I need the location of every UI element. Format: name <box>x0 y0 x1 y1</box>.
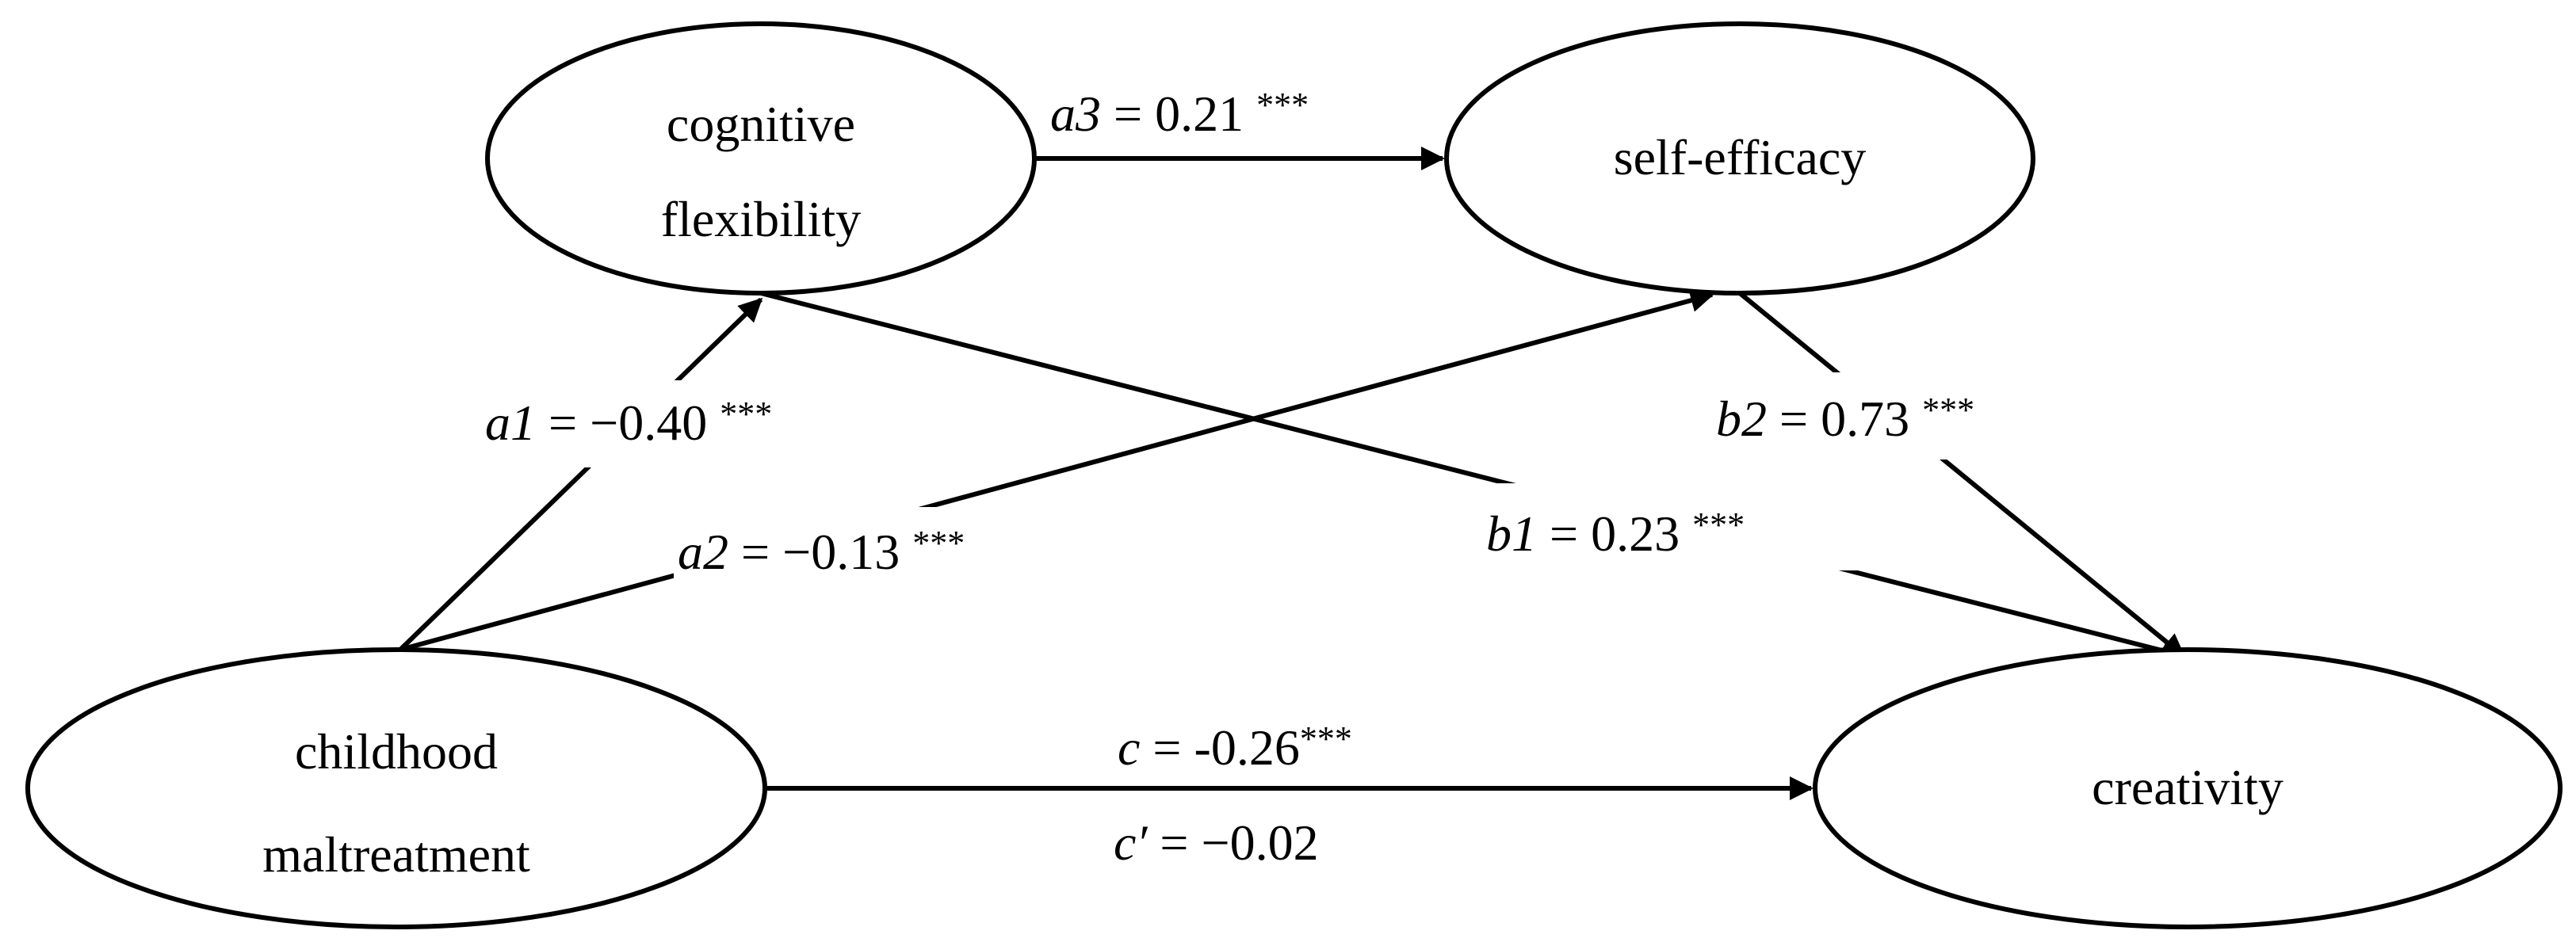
b1-label-gap <box>1482 483 1863 570</box>
childhood-maltreatment-label-line1: childhood <box>295 723 498 780</box>
coef-a2: a2 = −0.13 *** <box>678 524 965 580</box>
path-b2-arrow <box>1738 291 2186 658</box>
path-a1-arrow <box>398 297 763 652</box>
path-a2-arrow <box>399 288 1714 652</box>
coef-a1: a1 = −0.40 *** <box>485 395 772 451</box>
coef-a3: a3 = 0.21 *** <box>1050 86 1309 142</box>
a1-label-gap <box>483 380 856 467</box>
self-efficacy-label: self-efficacy <box>1614 129 1867 185</box>
coef-c-prime: c′ = −0.02 <box>1114 814 1319 871</box>
coef-b2: b2 = 0.73 *** <box>1716 391 1974 447</box>
path-b1-arrow <box>760 291 2186 662</box>
b2-label-gap <box>1712 372 2069 460</box>
childhood-maltreatment-label-line2: maltreatment <box>262 826 530 883</box>
a2-label-gap <box>674 507 1062 594</box>
cognitive-flexibility-label-line2: flexibility <box>661 191 861 247</box>
coef-b1: b1 = 0.23 *** <box>1486 505 1745 562</box>
cognitive-flexibility-label-line1: cognitive <box>667 96 855 152</box>
node-creativity: creativity <box>1813 647 2563 929</box>
node-self-efficacy: self-efficacy <box>1444 21 2035 296</box>
node-cognitive-flexibility: cognitive flexibility <box>485 21 1037 296</box>
node-childhood-maltreatment: childhood maltreatment <box>25 647 767 929</box>
coef-c: c = -0.26*** <box>1118 719 1352 776</box>
creativity-label: creativity <box>2092 759 2284 815</box>
